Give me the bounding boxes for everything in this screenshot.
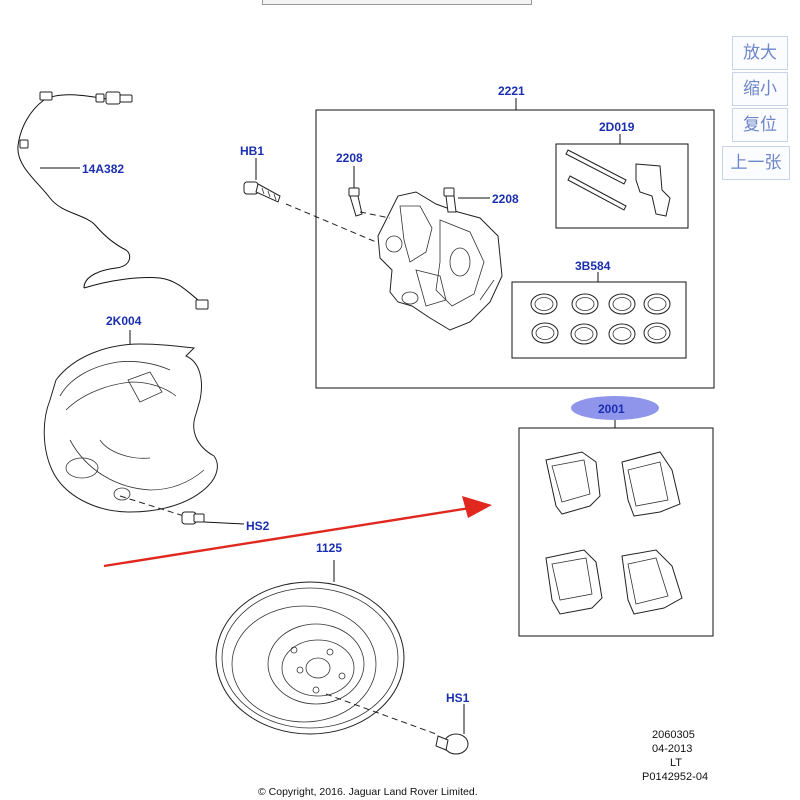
wheel-speed-sensor [17,91,209,310]
copyright-text: © Copyright, 2016. Jaguar Land Rover Lim… [258,786,478,798]
callout-1125: 1125 [316,541,342,555]
callout-hs2: HS2 [246,519,270,533]
callout-2221: 2221 [498,84,525,98]
brake-pads [545,451,683,615]
splash-shield [43,330,218,513]
disc-screw [325,693,469,755]
pad-kit-box [518,427,714,637]
callout-highlight [571,396,659,420]
piston-seals [530,293,671,345]
shield-bolt [119,495,245,525]
callout-2208-left: 2208 [336,151,363,165]
bleed-screw-right [443,187,490,213]
top-scrollbar[interactable] [262,0,532,5]
diagram-side: LT [670,757,682,769]
pin-kit-box [555,143,689,229]
callout-hb1: HB1 [240,144,264,158]
guide-pins [565,149,671,217]
diagram-date: 04-2013 [652,743,692,755]
diagram-part-ref: P0142952-04 [642,771,708,783]
caliper-kit-box [315,109,715,389]
red-arrow [103,496,492,568]
reset-button[interactable]: 复位 [732,108,788,142]
callout-3b584: 3B584 [575,259,611,273]
caliper-bolt [243,158,377,243]
seal-kit-box [511,281,687,359]
zoom-out-button[interactable]: 缩小 [732,72,788,106]
diagram-code: 2060305 [652,729,695,741]
previous-image-button[interactable]: 上一张 [722,146,790,180]
callout-2d019: 2D019 [599,120,635,134]
callout-2k004: 2K004 [106,314,142,328]
brake-caliper [377,191,503,331]
callout-2001: 2001 [598,402,625,416]
zoom-controls: 放大 缩小 复位 上一张 [722,36,790,182]
callout-14a382: 14A382 [82,162,124,176]
bleed-screw-left [348,166,391,219]
callout-hs1: HS1 [446,691,470,705]
callout-2208-right: 2208 [492,192,519,206]
zoom-in-button[interactable]: 放大 [732,36,788,70]
brake-disc [215,560,405,735]
